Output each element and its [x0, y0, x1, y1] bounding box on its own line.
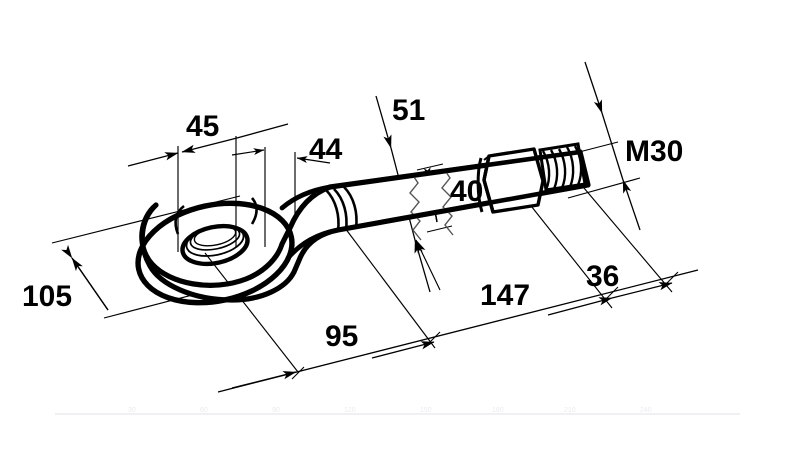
part-outline [139, 149, 591, 303]
dimension-line-105 [61, 244, 109, 311]
thread-lines [541, 145, 583, 191]
dimension-label-M30: M30 [625, 135, 684, 168]
svg-text:240: 240 [640, 407, 652, 414]
body-edges [327, 149, 591, 233]
svg-text:210: 210 [564, 407, 576, 414]
break-line [409, 168, 454, 241]
svg-text:60: 60 [200, 407, 208, 414]
svg-text:90: 90 [272, 407, 280, 414]
svg-text:30: 30 [128, 407, 136, 414]
dimension-line-M30 [584, 61, 641, 231]
dimension-label-40: 40 [450, 175, 484, 208]
dimension-line-36-helper [415, 239, 441, 291]
watermark-rule: 30 60 90 120 150 180 210 240 [55, 407, 740, 415]
svg-text:180: 180 [492, 407, 504, 414]
eye-ring [135, 200, 295, 306]
eye-bore [174, 197, 258, 267]
dimension-label-45: 45 [186, 110, 220, 143]
neck-blend [279, 184, 341, 261]
dimension-label-51: 51 [392, 94, 426, 127]
dimension-line-44 [231, 148, 331, 164]
dimension-label-147: 147 [480, 279, 531, 312]
dimension-label-36: 36 [586, 260, 620, 293]
dimension-label-44: 44 [309, 133, 343, 166]
hex-nut-shoulder [476, 157, 484, 213]
dimension-arrows-bottom [231, 282, 673, 389]
svg-text:120: 120 [344, 407, 356, 414]
dimension-line-45 [127, 123, 289, 167]
dimension-label-95: 95 [325, 320, 359, 353]
dimension-label-105: 105 [22, 280, 73, 313]
svg-text:150: 150 [420, 407, 432, 414]
